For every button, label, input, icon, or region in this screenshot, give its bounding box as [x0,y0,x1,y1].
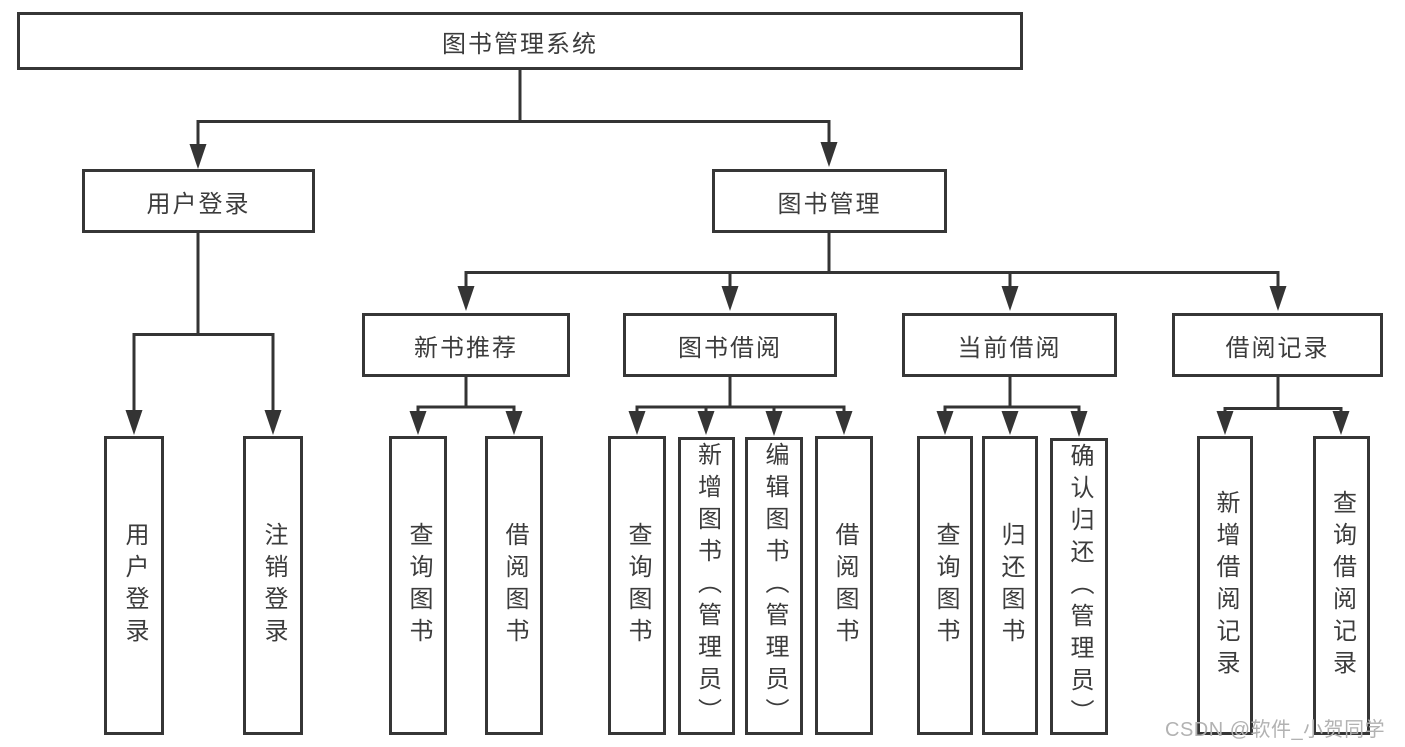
node-bb-edit-books: 编辑图书（管理员） [745,437,803,735]
node-br-query-record-label: 查询借阅记录 [1328,489,1356,682]
node-logout: 注销登录 [243,436,303,735]
node-book-borrow: 图书借阅 [623,313,837,377]
node-root: 图书管理系统 [17,12,1023,70]
node-book-borrow-label: 图书借阅 [678,334,782,362]
node-login: 用户登录 [104,436,164,735]
node-rec-borrow-books: 借阅图书 [485,436,543,735]
node-br-add-record: 新增借阅记录 [1197,436,1253,735]
node-bb-add-books-label: 新增图书（管理员） [693,442,721,730]
node-rec-query-books: 查询图书 [389,436,447,735]
node-cb-query-books-label: 查询图书 [932,521,959,650]
node-current-borrow: 当前借阅 [902,313,1117,377]
node-book-management-label: 图书管理 [777,190,882,218]
node-rec-borrow-books-label: 借阅图书 [501,521,528,650]
node-root-label: 图书管理系统 [442,30,598,58]
node-cb-query-books: 查询图书 [917,436,973,735]
node-cb-return-books-label: 归还图书 [997,521,1024,650]
node-borrow-records-label: 借阅记录 [1225,334,1330,362]
node-borrow-records: 借阅记录 [1172,313,1383,377]
node-bb-borrow-books: 借阅图书 [815,436,873,735]
node-br-add-record-label: 新增借阅记录 [1212,489,1239,682]
node-bb-add-books: 新增图书（管理员） [678,437,735,735]
node-bb-query-books-label: 查询图书 [624,521,651,650]
node-new-book-recommend: 新书推荐 [362,313,570,377]
node-logout-label: 注销登录 [260,521,287,650]
node-br-query-record: 查询借阅记录 [1313,436,1370,735]
node-cb-confirm-return-label: 确认归还（管理员） [1066,442,1093,731]
node-bb-edit-books-label: 编辑图书（管理员） [761,442,788,730]
node-cb-confirm-return: 确认归还（管理员） [1050,438,1108,735]
node-user-login-label: 用户登录 [146,190,251,218]
node-user-login: 用户登录 [82,169,315,233]
node-cb-return-books: 归还图书 [982,436,1038,735]
node-current-borrow-label: 当前借阅 [957,334,1062,362]
node-book-management: 图书管理 [712,169,947,233]
node-new-book-recommend-label: 新书推荐 [414,334,518,362]
node-bb-query-books: 查询图书 [608,436,666,735]
node-login-label: 用户登录 [121,521,148,650]
node-bb-borrow-books-label: 借阅图书 [831,521,858,650]
csdn-watermark: CSDN @软件_小贺同学 [1165,719,1386,741]
node-rec-query-books-label: 查询图书 [405,521,432,650]
